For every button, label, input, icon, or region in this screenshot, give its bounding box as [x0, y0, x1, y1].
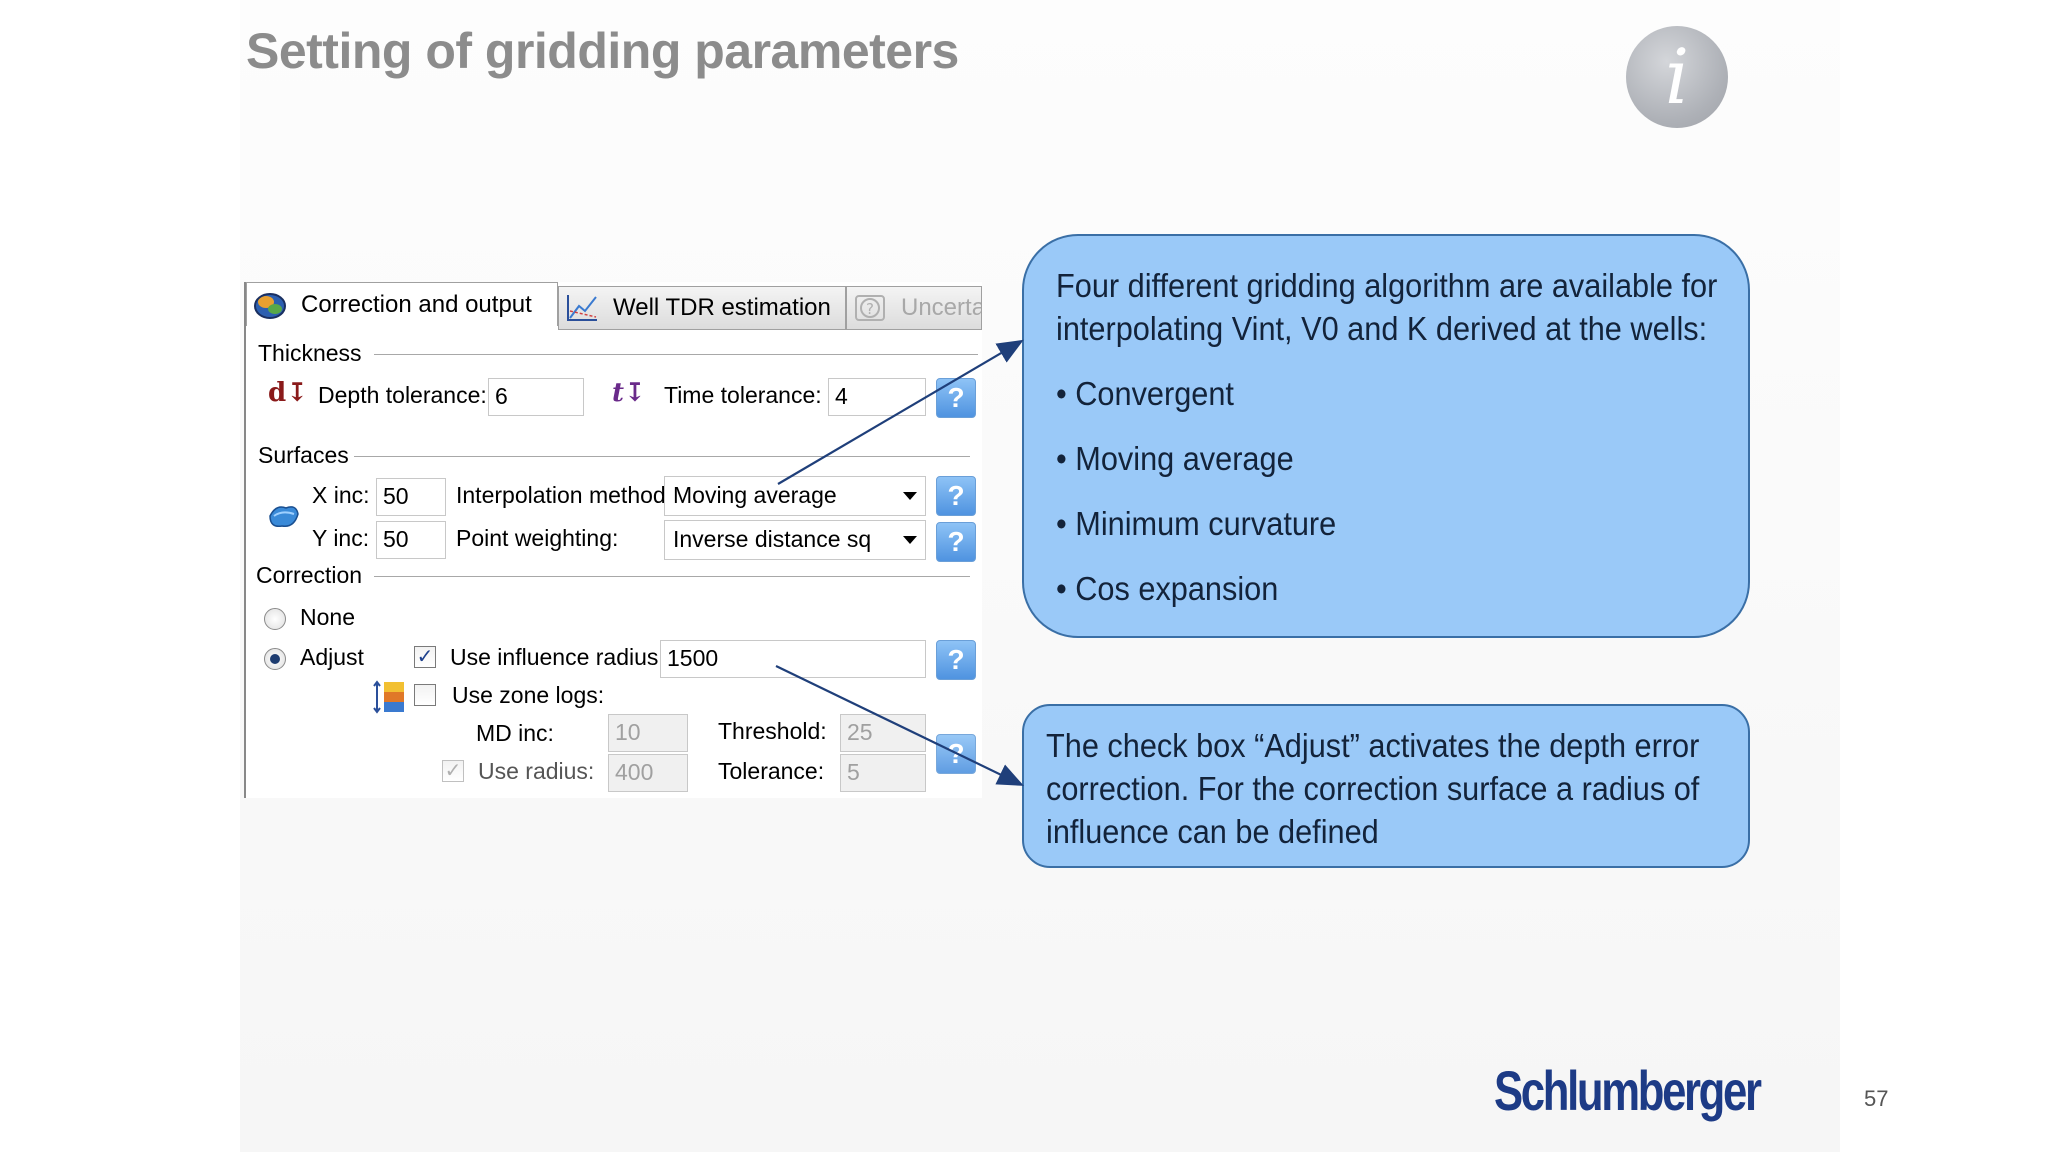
none-radio[interactable]	[264, 608, 286, 630]
use-zone-logs-checkbox[interactable]	[414, 684, 436, 706]
bullet-cos-expansion: • Cos expansion	[1056, 570, 1279, 607]
thickness-divider	[374, 354, 978, 355]
time-tolerance-label: Time tolerance:	[664, 382, 822, 408]
callout-algorithms-text: Four different gridding algorithm are av…	[1056, 267, 1718, 347]
tab-label: Uncerta	[901, 294, 982, 321]
globe-layers-icon	[254, 292, 286, 319]
weighting-help-button[interactable]: ?	[936, 522, 976, 562]
info-icon-glyph: i	[1664, 32, 1690, 121]
x-inc-input[interactable]: 50	[376, 478, 446, 516]
tab-well-tdr-estimation[interactable]: Well TDR estimation	[558, 286, 846, 330]
correction-divider	[374, 576, 970, 577]
tolerance-input[interactable]: 5	[840, 754, 926, 792]
point-weighting-select[interactable]: Inverse distance sq	[664, 520, 926, 560]
chevron-down-icon	[903, 536, 917, 544]
x-inc-label: X inc:	[312, 482, 370, 508]
gridding-dialog: Correction and output Well TDR estimatio…	[244, 282, 982, 798]
tab-correction-and-output[interactable]: Correction and output	[246, 282, 558, 326]
depth-tolerance-input[interactable]: 6	[488, 378, 584, 416]
influence-radius-help-button[interactable]: ?	[936, 640, 976, 680]
none-radio-label: None	[300, 604, 355, 630]
zone-logs-icon	[373, 680, 404, 714]
surfaces-group-label: Surfaces	[258, 442, 349, 468]
adjust-radio-label: Adjust	[300, 644, 364, 670]
threshold-input[interactable]: 25	[840, 714, 926, 752]
arrow-to-algorithms-callout	[777, 339, 1024, 485]
point-weighting-value: Inverse distance sq	[673, 526, 872, 552]
bullet-convergent: • Convergent	[1056, 375, 1234, 412]
use-influence-radius-checkbox[interactable]: ✓	[414, 646, 436, 668]
tab-uncertainty[interactable]: ? Uncerta	[846, 286, 982, 330]
tab-label: Correction and output	[301, 290, 532, 318]
y-inc-input[interactable]: 50	[376, 521, 446, 559]
bullet-minimum-curvature: • Minimum curvature	[1056, 505, 1337, 542]
depth-tolerance-label: Depth tolerance:	[318, 382, 487, 408]
use-zone-logs-label: Use zone logs:	[452, 682, 605, 708]
page-number: 57	[1864, 1086, 1889, 1111]
surfaces-divider	[354, 456, 970, 457]
thickness-group-label: Thickness	[258, 340, 362, 366]
info-icon: i	[1626, 26, 1728, 128]
y-inc-label: Y inc:	[312, 525, 370, 551]
use-radius-checkbox[interactable]: ✓	[442, 760, 464, 782]
correction-group-label: Correction	[256, 562, 363, 588]
tab-strip-divider	[558, 329, 982, 330]
point-weighting-label: Point weighting:	[456, 525, 619, 551]
callout-adjust-checkbox: The check box “Adjust” activates the dep…	[1022, 704, 1750, 868]
use-influence-radius-label: Use influence radius:	[450, 644, 665, 670]
page-title: Setting of gridding parameters	[246, 23, 959, 79]
schlumberger-logo: Schlumberger	[1494, 1059, 1762, 1122]
influence-radius-input[interactable]: 1500	[660, 640, 926, 678]
tab-label: Well TDR estimation	[613, 294, 831, 321]
interpolation-method-value: Moving average	[673, 482, 837, 508]
interpolation-method-select[interactable]: Moving average	[664, 476, 926, 516]
md-inc-label: MD inc:	[476, 720, 554, 746]
uncertainty-icon: ?	[855, 295, 885, 321]
depth-tolerance-icon: d↧	[268, 378, 308, 408]
threshold-label: Threshold:	[718, 718, 827, 744]
callout-gridding-algorithms: Four different gridding algorithm are av…	[1022, 234, 1750, 638]
adjust-radio[interactable]	[264, 648, 286, 670]
time-tolerance-icon: t↧	[612, 378, 646, 408]
arrow-to-adjust-callout	[775, 665, 1024, 786]
use-radius-label: Use radius:	[478, 758, 595, 784]
callout-adjust-text: The check box “Adjust” activates the dep…	[1046, 727, 1700, 850]
interpolation-help-button[interactable]: ?	[936, 476, 976, 516]
use-radius-input[interactable]: 400	[608, 754, 688, 792]
md-inc-input[interactable]: 10	[608, 714, 688, 752]
chevron-down-icon	[903, 492, 917, 500]
surface-icon	[269, 506, 299, 528]
bullet-moving-average: • Moving average	[1056, 440, 1294, 477]
svg-text:?: ?	[866, 300, 874, 318]
tolerance-label: Tolerance:	[718, 758, 825, 784]
thickness-help-button[interactable]: ?	[936, 378, 976, 418]
chart-icon	[567, 295, 597, 321]
interpolation-method-label: Interpolation method:	[456, 482, 673, 508]
